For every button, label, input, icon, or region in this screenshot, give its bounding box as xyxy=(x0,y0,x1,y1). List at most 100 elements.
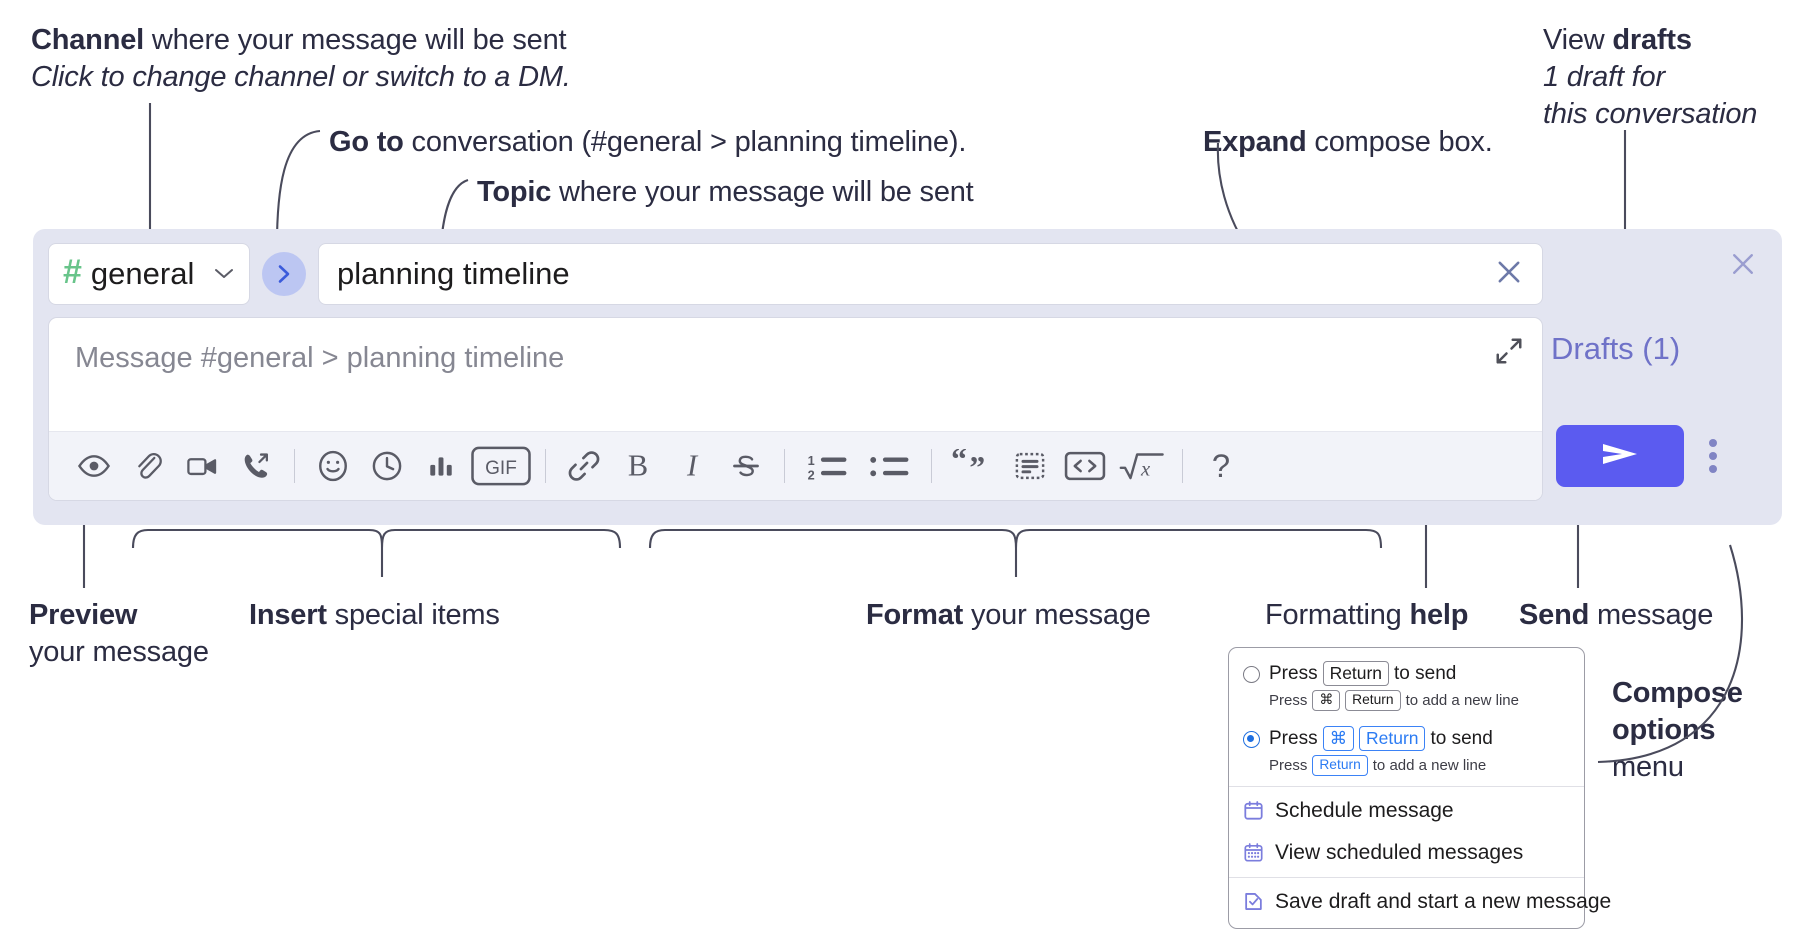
annotation-topic-bold: Topic xyxy=(477,176,552,208)
option2-pre: Press xyxy=(1269,727,1318,749)
toolbar-separator xyxy=(545,449,546,483)
annotation-expand: Expand compose box. xyxy=(1203,124,1493,161)
annotation-send-rest: message xyxy=(1589,599,1714,631)
svg-text:”: ” xyxy=(969,450,985,483)
key-return: Return xyxy=(1322,661,1390,687)
annotation-goto: Go to conversation (#general > planning … xyxy=(329,124,966,161)
compose-options-menu-button[interactable] xyxy=(1696,439,1730,473)
menu-item-label: Schedule message xyxy=(1275,798,1454,822)
save-draft-icon xyxy=(1243,891,1264,912)
bullet-list-icon[interactable] xyxy=(858,439,920,493)
svg-text:?: ? xyxy=(1212,449,1230,483)
preview-icon[interactable] xyxy=(67,439,121,493)
annotation-send-bold: Send xyxy=(1519,599,1590,631)
formatting-toolbar: GIF B I xyxy=(49,431,1542,500)
menu-item-schedule-message[interactable]: Schedule message xyxy=(1229,790,1584,832)
link-icon[interactable] xyxy=(557,439,611,493)
more-options-dot xyxy=(1709,452,1717,460)
video-icon[interactable] xyxy=(175,439,229,493)
send-option-return[interactable]: Press Return to send Press ⌘ Return to a… xyxy=(1229,660,1584,711)
compose-panel: # general planning timeline xyxy=(33,229,1782,525)
calendar-list-icon xyxy=(1243,842,1264,863)
annotation-drafts: View drafts 1 draft for this conversatio… xyxy=(1543,22,1757,133)
toolbar-separator xyxy=(784,449,785,483)
radio-cmd-return[interactable] xyxy=(1243,730,1260,748)
key-return: Return xyxy=(1345,690,1401,711)
poll-icon[interactable] xyxy=(414,439,468,493)
drafts-link[interactable]: Drafts (1) xyxy=(1551,331,1681,366)
toolbar-separator xyxy=(294,449,295,483)
compose-options-popup: Press Return to send Press ⌘ Return to a… xyxy=(1228,647,1611,929)
annotation-drafts-italic2: this conversation xyxy=(1543,98,1758,131)
popup-draft-group: Save draft and start a new message xyxy=(1229,878,1611,928)
attachment-icon[interactable] xyxy=(121,439,175,493)
hash-icon: # xyxy=(63,253,82,291)
code-block-icon[interactable] xyxy=(1003,439,1057,493)
topic-clear-icon[interactable] xyxy=(1492,255,1526,294)
topic-input[interactable]: planning timeline xyxy=(318,243,1543,305)
option2-sub-pre: Press xyxy=(1269,756,1308,774)
key-command: ⌘ xyxy=(1312,690,1341,711)
compose-inner: # general planning timeline xyxy=(48,243,1543,511)
annotation-expand-bold: Expand xyxy=(1203,126,1307,158)
strikethrough-icon[interactable] xyxy=(719,439,773,493)
toolbar-separator xyxy=(1182,449,1183,483)
panel-close-icon[interactable] xyxy=(1728,249,1758,284)
radio-return[interactable] xyxy=(1243,666,1260,683)
code-icon[interactable] xyxy=(1057,439,1113,493)
goto-conversation-button[interactable] xyxy=(262,252,306,296)
channel-selector[interactable]: # general xyxy=(48,243,250,305)
gif-icon[interactable]: GIF xyxy=(468,439,534,493)
svg-text:2: 2 xyxy=(808,467,815,482)
popup-divider xyxy=(1229,876,1584,878)
chevron-right-icon xyxy=(273,263,295,285)
italic-icon[interactable]: I xyxy=(665,439,719,493)
annotation-help: Formatting help xyxy=(1265,597,1468,634)
audio-call-icon[interactable] xyxy=(229,439,283,493)
annotation-insert-rest: special items xyxy=(326,599,500,631)
message-input-box[interactable]: Message #general > planning timeline xyxy=(48,317,1543,501)
blockquote-icon[interactable]: “ ” xyxy=(943,439,1003,493)
option2-sub-post: to add a new line xyxy=(1372,756,1487,774)
menu-item-save-draft[interactable]: Save draft and start a new message xyxy=(1229,881,1611,923)
annotation-help-bold: help xyxy=(1409,599,1469,631)
help-icon[interactable]: ? xyxy=(1194,439,1248,493)
option1-sub-post: to add a new line xyxy=(1405,692,1519,710)
math-icon[interactable]: x xyxy=(1113,439,1171,493)
popup-divider xyxy=(1229,785,1584,787)
annotation-topic: Topic where your message will be sent xyxy=(477,174,974,211)
chevron-down-icon xyxy=(213,264,235,284)
svg-text:1: 1 xyxy=(808,453,815,468)
more-options-dot xyxy=(1709,439,1717,447)
annotation-compose-rest: menu xyxy=(1612,751,1684,784)
clock-icon[interactable] xyxy=(360,439,414,493)
annotation-format: Format your message xyxy=(866,597,1151,634)
send-option-cmd-return[interactable]: Press ⌘ Return to send Press Return to a… xyxy=(1229,725,1584,776)
calendar-schedule-icon xyxy=(1243,800,1264,821)
annotation-topic-rest: where your message will be sent xyxy=(551,176,974,208)
key-return: Return xyxy=(1312,755,1368,776)
annotation-expand-rest: compose box. xyxy=(1306,126,1493,158)
option1-sub-pre: Press xyxy=(1269,692,1308,710)
annotation-help-pre: Formatting xyxy=(1265,599,1410,631)
annotation-drafts-italic1: 1 draft for xyxy=(1543,61,1665,94)
ordered-list-icon[interactable]: 1 2 xyxy=(796,439,858,493)
annotation-send: Send message xyxy=(1519,597,1713,634)
message-placeholder: Message #general > planning timeline xyxy=(75,342,565,374)
emoji-icon[interactable] xyxy=(306,439,360,493)
annotation-channel-italic: Click to change channel or switch to a D… xyxy=(31,61,571,94)
annotation-preview-bold: Preview xyxy=(29,599,138,631)
annotation-preview-rest: your message xyxy=(29,636,209,669)
menu-item-view-scheduled-messages[interactable]: View scheduled messages xyxy=(1229,832,1584,874)
send-message-button[interactable] xyxy=(1556,425,1684,487)
svg-text:B: B xyxy=(628,449,648,483)
menu-item-label: Save draft and start a new message xyxy=(1275,889,1612,913)
key-command: ⌘ xyxy=(1322,725,1355,752)
annotation-goto-rest: conversation (#general > planning timeli… xyxy=(403,126,967,158)
option1-pre: Press xyxy=(1269,662,1318,684)
channel-name-label: general xyxy=(90,256,195,291)
more-options-dot xyxy=(1709,465,1717,473)
expand-icon[interactable] xyxy=(1494,336,1524,371)
bold-icon[interactable]: B xyxy=(611,439,665,493)
